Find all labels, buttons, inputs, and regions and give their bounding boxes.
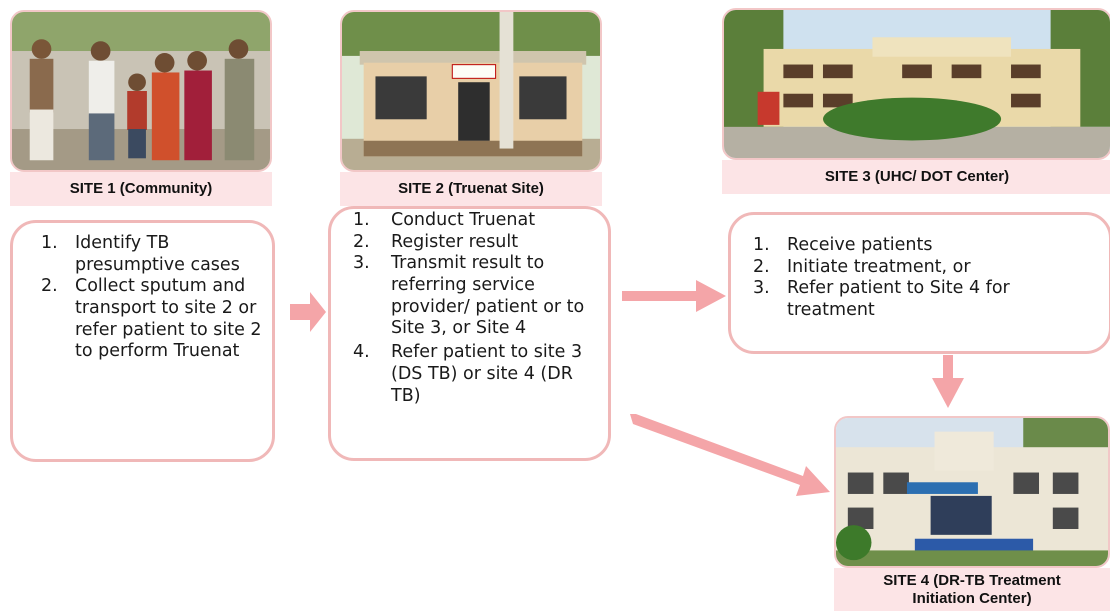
site4-photo-hospital-building bbox=[834, 416, 1110, 568]
arrow-site1-to-site2 bbox=[290, 292, 326, 332]
site2-label: SITE 2 (Truenat Site) bbox=[340, 172, 602, 206]
site1-steps-box: 1.Identify TB presumptive cases 2.Collec… bbox=[10, 220, 275, 462]
site3-step: 2.Initiate treatment, or bbox=[753, 256, 971, 277]
site4-label-line1: SITE 4 (DR-TB Treatment bbox=[883, 571, 1061, 589]
site3-steps-box: 1.Receive patients 2.Initiate treatment,… bbox=[728, 212, 1110, 354]
site3-label: SITE 3 (UHC/ DOT Center) bbox=[722, 160, 1110, 194]
site2-step: 3.Transmit result to referring service p… bbox=[353, 253, 585, 339]
site2-photo-truenat-building bbox=[340, 10, 602, 172]
site3-photo-uhc-building bbox=[722, 8, 1110, 160]
site2-step: 4.Refer patient to site 3 (DS TB) or sit… bbox=[353, 342, 583, 406]
site1-step: 2.Collect sputum and transport to site 2… bbox=[41, 276, 262, 362]
arrow-site3-to-site4 bbox=[932, 355, 964, 408]
site4-label-line2: Initiation Center) bbox=[912, 589, 1032, 607]
site1-step: 1.Identify TB presumptive cases bbox=[41, 233, 240, 275]
arrow-site2-to-site3 bbox=[622, 280, 726, 312]
site2-step: 1.Conduct Truenat bbox=[353, 210, 536, 230]
site2-steps-box: 1.Conduct Truenat 2.Register result 3.Tr… bbox=[328, 206, 611, 461]
arrow-site2-to-site4 bbox=[630, 414, 830, 496]
site3-step: 1.Receive patients bbox=[753, 235, 933, 255]
site2-step: 2.Register result bbox=[353, 231, 519, 252]
site4-label: SITE 4 (DR-TB Treatment Initiation Cente… bbox=[834, 568, 1110, 611]
site3-step: 3.Refer patient to Site 4 for treatment bbox=[753, 278, 1010, 321]
site1-photo-community-people bbox=[10, 10, 272, 172]
site1-label: SITE 1 (Community) bbox=[10, 172, 272, 206]
